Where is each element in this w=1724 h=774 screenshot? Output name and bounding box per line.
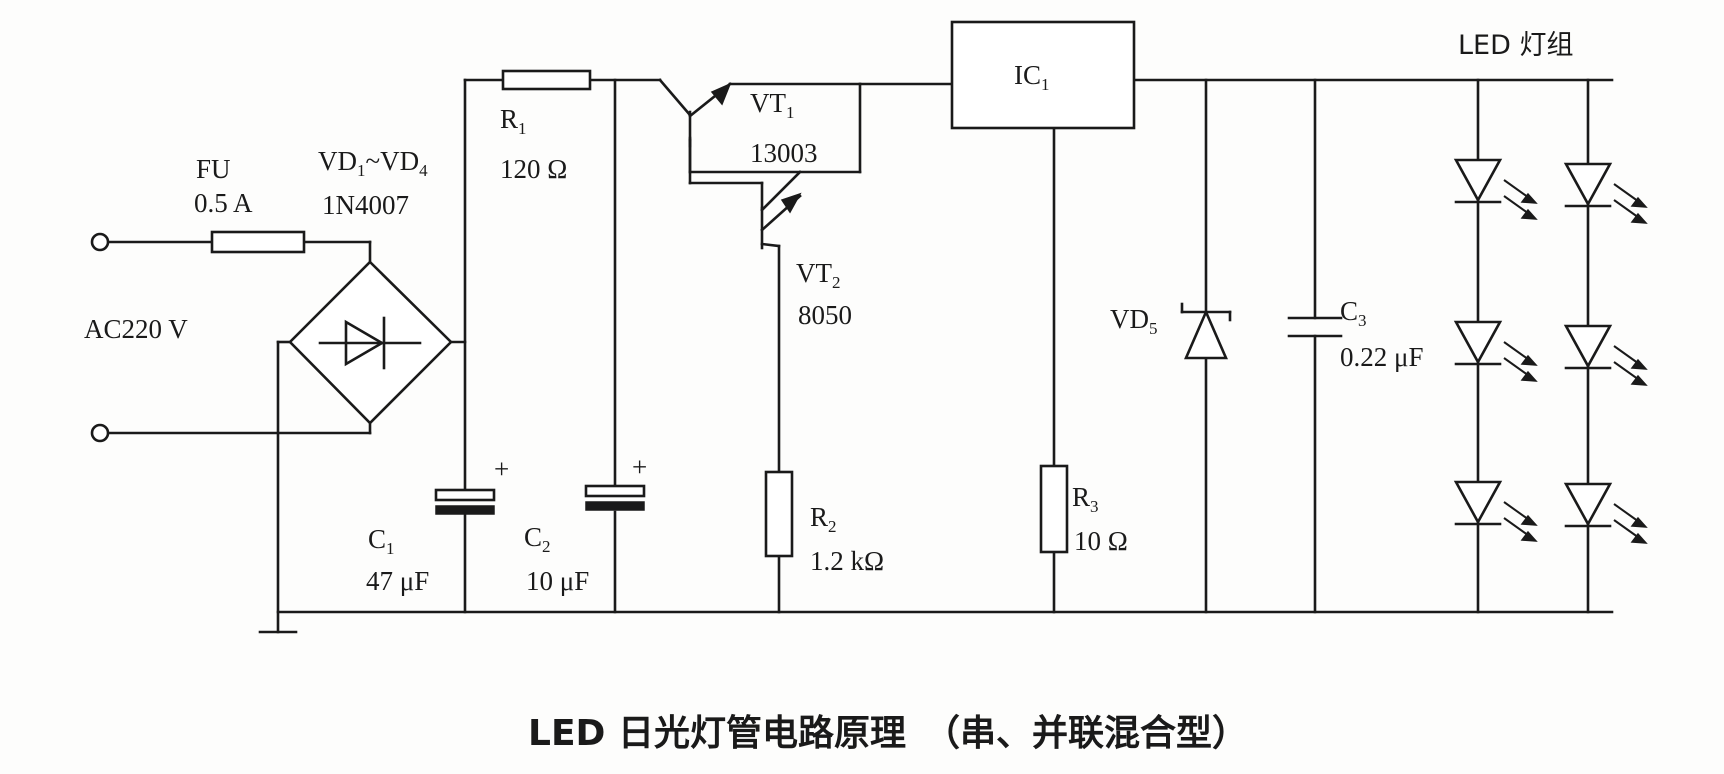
- label-c1-plus: +: [494, 454, 509, 484]
- label-ic1: IC1: [1014, 60, 1050, 94]
- label-c2-value: 10 μF: [526, 566, 589, 596]
- zener-diode-vd5: [1180, 302, 1232, 360]
- resistor-r2: [764, 470, 794, 558]
- label-fu: FU: [196, 154, 231, 184]
- label-bridge-part: 1N4007: [322, 190, 409, 220]
- label-vd5: VD5: [1110, 304, 1158, 338]
- led-2: [1453, 320, 1538, 382]
- label-vt2: VT2: [796, 258, 841, 292]
- label-r3: R3: [1072, 482, 1099, 516]
- led-4: [1563, 162, 1648, 224]
- diagram-caption: LED 日光灯管电路原理 （串、并联混合型）: [528, 713, 1248, 754]
- component-labels: FU 0.5 A VD1~VD4 1N4007 AC220 V R1 120 Ω…: [84, 30, 1573, 596]
- led-3: [1453, 480, 1538, 542]
- input-terminal-top: [90, 232, 110, 252]
- led-5: [1563, 324, 1648, 386]
- transistor-vt1: [658, 78, 732, 174]
- ic1-regulator: [950, 20, 1136, 130]
- input-terminals: [90, 232, 110, 443]
- label-ac-input: AC220 V: [84, 314, 188, 344]
- label-r1-value: 120 Ω: [500, 154, 567, 184]
- label-led-group: LED 灯组: [1458, 30, 1573, 61]
- fuse: [210, 230, 306, 254]
- wires: [98, 78, 1614, 634]
- led-1: [1453, 158, 1538, 220]
- capacitor-c1: [434, 488, 496, 515]
- label-r2-value: 1.2 kΩ: [810, 546, 884, 576]
- input-terminal-bottom: [90, 423, 110, 443]
- label-vt1: VT1: [750, 88, 795, 122]
- label-c3: C3: [1340, 296, 1367, 330]
- resistor-r1: [501, 69, 592, 91]
- label-bridge: VD1~VD4: [318, 146, 428, 180]
- label-fu-rating: 0.5 A: [194, 188, 253, 218]
- label-c1-value: 47 μF: [366, 566, 429, 596]
- led-6: [1563, 482, 1648, 544]
- label-c2-plus: +: [632, 452, 647, 482]
- capacitor-c3: [1287, 316, 1343, 338]
- label-vt2-part: 8050: [798, 300, 852, 330]
- transistor-vt2: [760, 170, 802, 250]
- resistor-r3: [1039, 464, 1069, 554]
- capacitor-c2: [584, 484, 646, 511]
- label-c1: C1: [368, 524, 395, 558]
- label-r2: R2: [810, 502, 837, 536]
- label-c2: C2: [524, 522, 551, 556]
- label-r1: R1: [500, 104, 527, 138]
- bridge-rectifier: [288, 260, 453, 425]
- label-vt1-part: 13003: [750, 138, 818, 168]
- label-c3-value: 0.22 μF: [1340, 342, 1424, 372]
- led-group: [1453, 158, 1648, 544]
- label-r3-value: 10 Ω: [1074, 526, 1128, 556]
